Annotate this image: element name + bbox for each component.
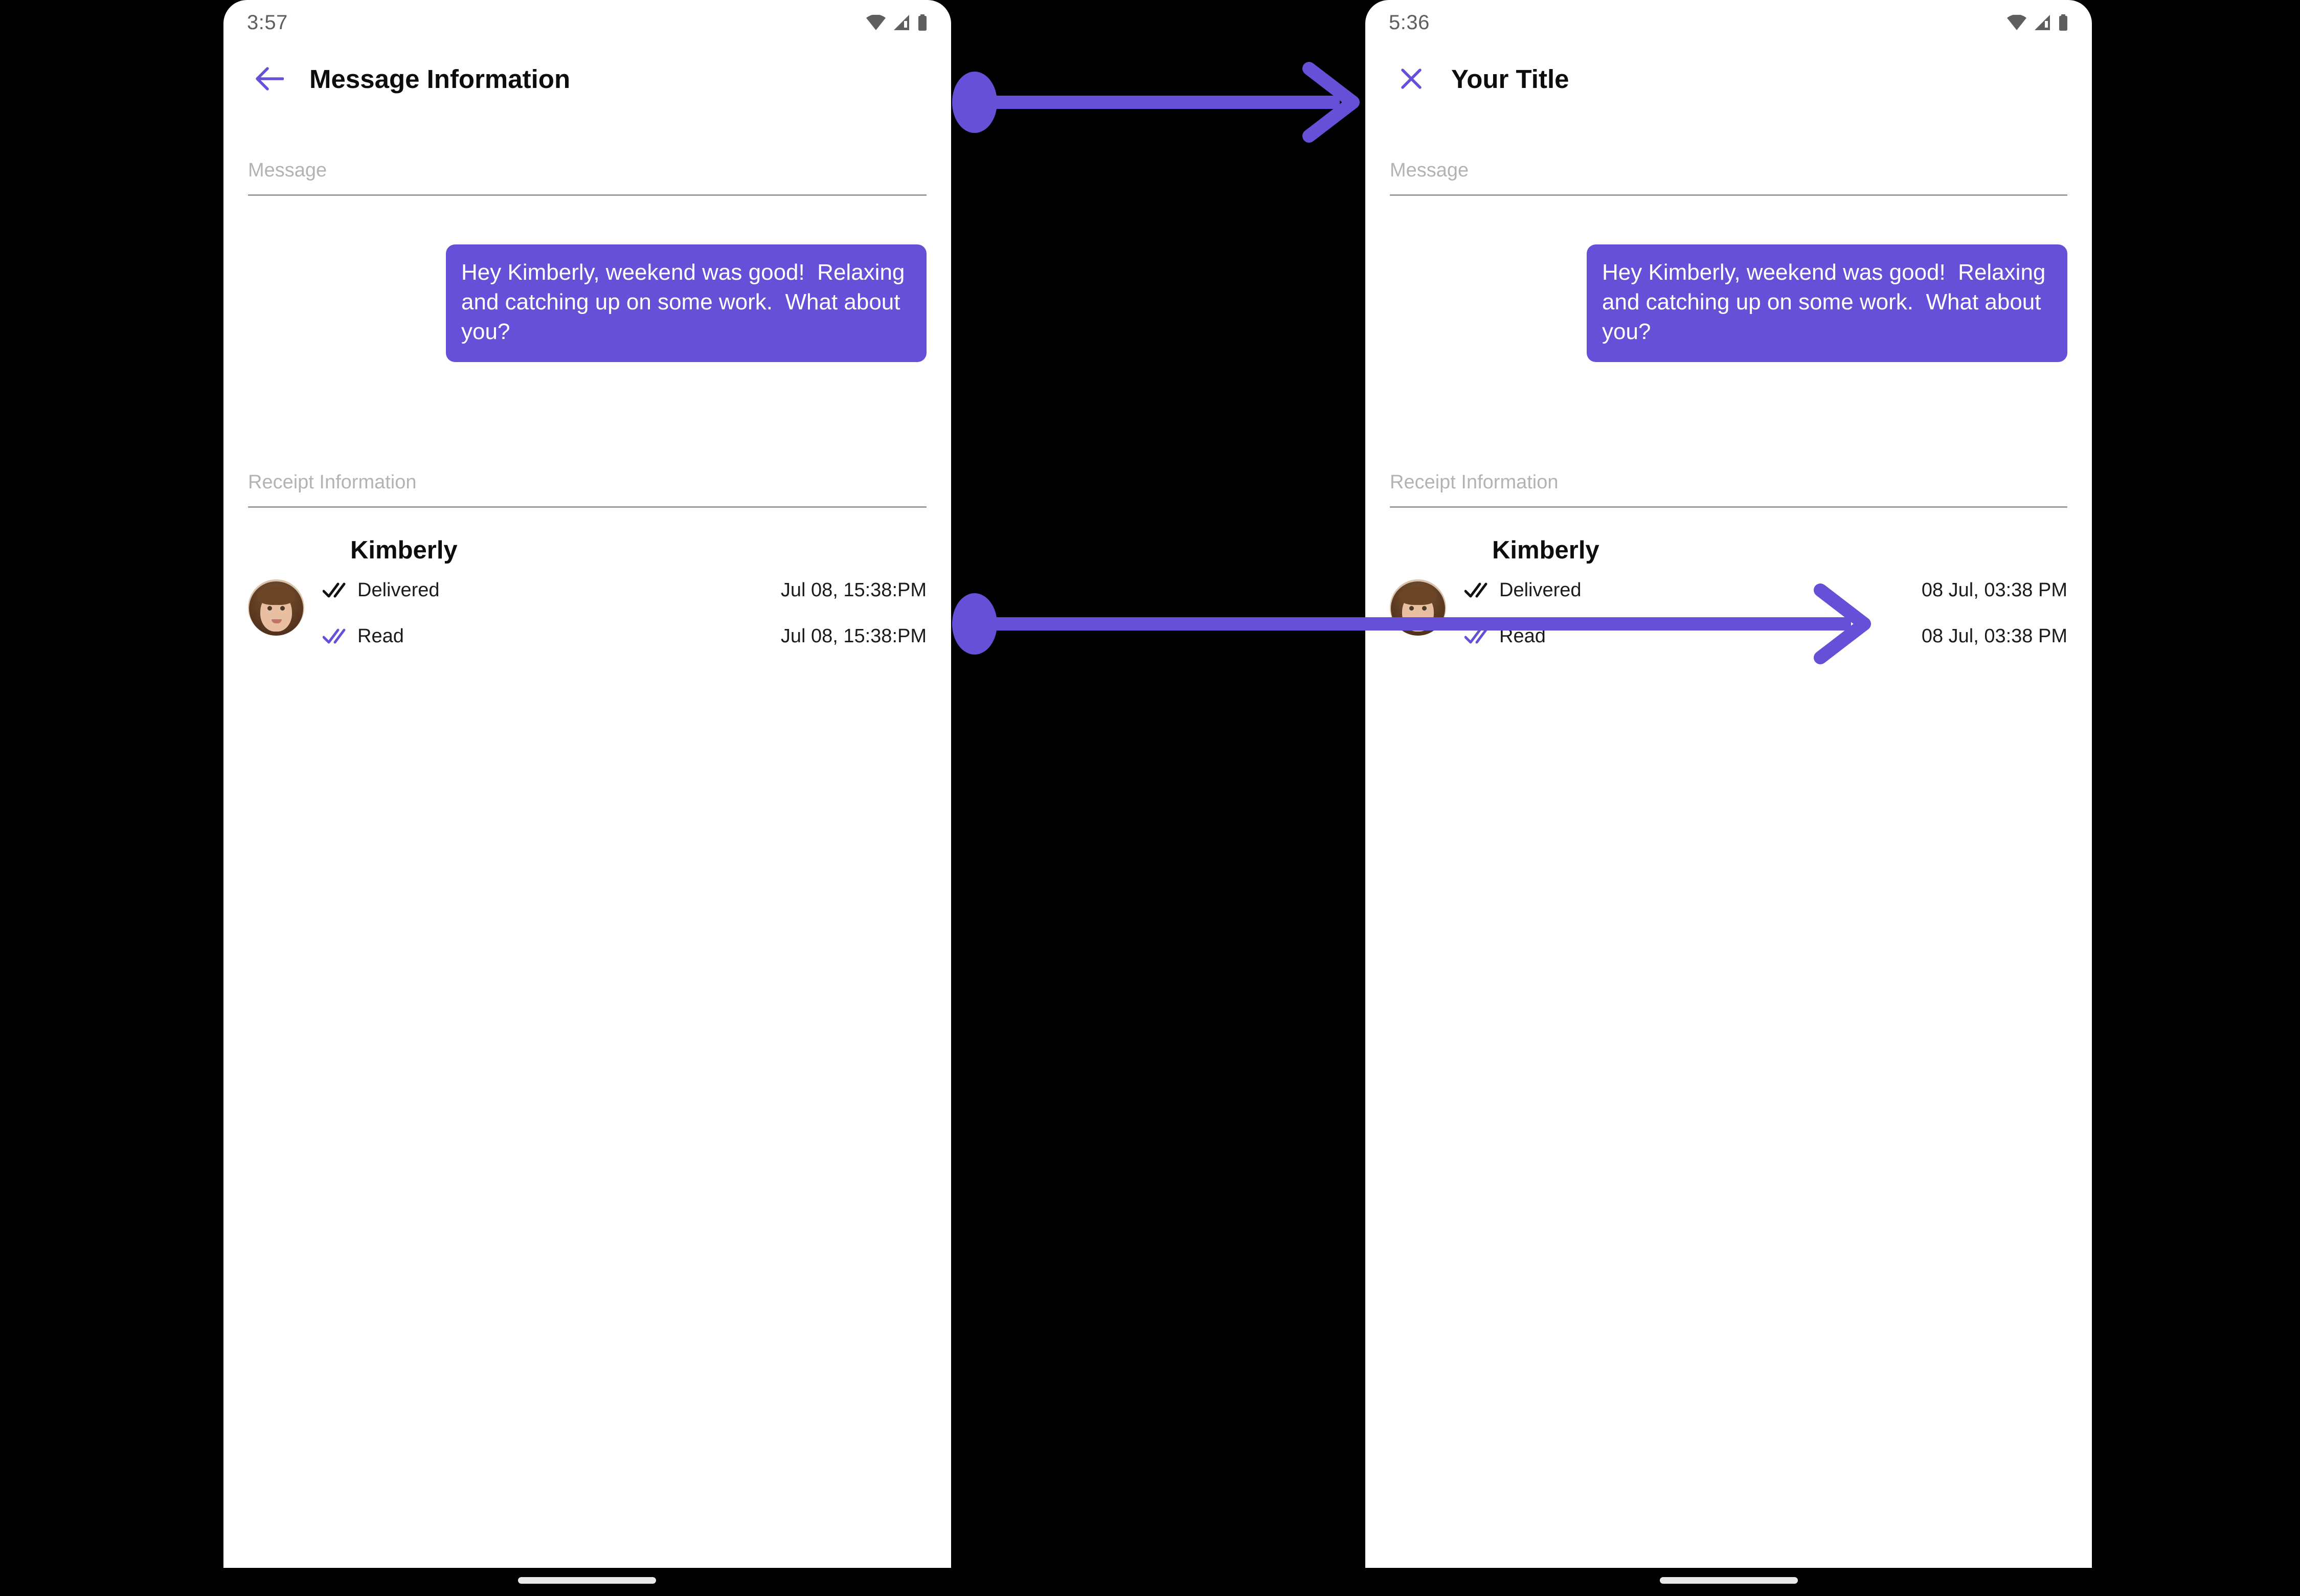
receipt-block: Kimberly Delivered Jul 08, 15:38:PM (248, 538, 927, 652)
battery-icon (917, 14, 928, 31)
message-bubble[interactable]: Hey Kimberly, weekend was good! Relaxing… (1587, 244, 2067, 363)
phone-screen-before: 3:57 Message In (223, 0, 951, 1568)
contact-name: Kimberly (350, 536, 458, 564)
receipt-section-divider (248, 506, 927, 508)
message-section-label: Message (1390, 160, 1469, 181)
back-arrow-icon[interactable] (242, 65, 297, 92)
message-section-header: Message (248, 161, 927, 196)
status-bar-time: 5:36 (1389, 11, 1430, 34)
message-bubble-text: Hey Kimberly, weekend was good! Relaxing… (1602, 260, 2052, 345)
receipt-timestamp: Jul 08, 15:38:PM (780, 625, 927, 647)
message-bubble-row: Hey Kimberly, weekend was good! Relaxing… (1390, 244, 2067, 363)
title-change-annotation-arrow (951, 61, 1365, 143)
close-x-icon[interactable] (1384, 66, 1439, 92)
double-check-read-icon (323, 627, 346, 645)
status-bar-icons (866, 14, 928, 31)
receipt-row-read: Read 08 Jul, 03:38 PM (1464, 620, 2067, 652)
contact-avatar (1390, 579, 1446, 636)
app-bar: Your Title (1365, 45, 2092, 113)
cellular-signal-icon (893, 15, 910, 30)
receipt-section-label: Receipt Information (248, 471, 417, 493)
status-bar: 3:57 (223, 0, 951, 45)
status-bar-time: 3:57 (247, 11, 288, 34)
receipt-body: Delivered 08 Jul, 03:38 PM Read 08 Jul, … (1390, 574, 2067, 652)
receipt-status-label: Read (357, 625, 404, 647)
receipt-status-label: Delivered (357, 579, 440, 601)
double-check-read-icon (1464, 627, 1488, 645)
status-bar-icons (2007, 14, 2068, 31)
home-indicator[interactable] (518, 1577, 656, 1584)
page-title: Message Information (309, 64, 571, 94)
battery-icon (2058, 14, 2068, 31)
wifi-icon (2007, 15, 2026, 30)
receipt-rows: Delivered 08 Jul, 03:38 PM Read 08 Jul, … (1464, 574, 2067, 652)
home-indicator[interactable] (1660, 1577, 1798, 1584)
receipt-row-delivered: Delivered 08 Jul, 03:38 PM (1464, 574, 2067, 606)
receipt-section-divider (1390, 506, 2067, 508)
message-section-divider (1390, 194, 2067, 196)
receipt-body: Delivered Jul 08, 15:38:PM Read Jul 08, … (248, 574, 927, 652)
receipt-row-read: Read Jul 08, 15:38:PM (323, 620, 927, 652)
app-bar: Message Information (223, 45, 951, 113)
contact-name: Kimberly (1492, 536, 1599, 564)
wifi-icon (866, 15, 886, 30)
receipt-status-label: Delivered (1499, 579, 1582, 601)
double-check-delivered-icon (323, 581, 346, 599)
receipt-block: Kimberly Delivered 08 Jul, 03:38 PM (1390, 538, 2067, 652)
receipt-section-label: Receipt Information (1390, 471, 1559, 493)
message-bubble[interactable]: Hey Kimberly, weekend was good! Relaxing… (446, 244, 927, 363)
receipt-status-label: Read (1499, 625, 1546, 647)
cellular-signal-icon (2034, 15, 2051, 30)
receipt-section-header: Receipt Information (248, 473, 927, 508)
receipt-rows: Delivered Jul 08, 15:38:PM Read Jul 08, … (323, 574, 927, 652)
double-check-delivered-icon (1464, 581, 1488, 599)
message-bubble-row: Hey Kimberly, weekend was good! Relaxing… (248, 244, 927, 363)
status-bar: 5:36 (1365, 0, 2092, 45)
message-bubble-text: Hey Kimberly, weekend was good! Relaxing… (461, 260, 911, 345)
receipt-timestamp: 08 Jul, 03:38 PM (1921, 625, 2067, 647)
receipt-section-header: Receipt Information (1390, 473, 2067, 508)
phone-screen-after: 5:36 Your Title (1365, 0, 2092, 1568)
message-section-label: Message (248, 160, 327, 181)
page-title: Your Title (1451, 64, 1569, 94)
message-section-divider (248, 194, 927, 196)
message-section-header: Message (1390, 161, 2067, 196)
receipt-timestamp: Jul 08, 15:38:PM (780, 579, 927, 601)
receipt-row-delivered: Delivered Jul 08, 15:38:PM (323, 574, 927, 606)
receipt-timestamp: 08 Jul, 03:38 PM (1921, 579, 2067, 601)
contact-avatar (248, 579, 304, 636)
